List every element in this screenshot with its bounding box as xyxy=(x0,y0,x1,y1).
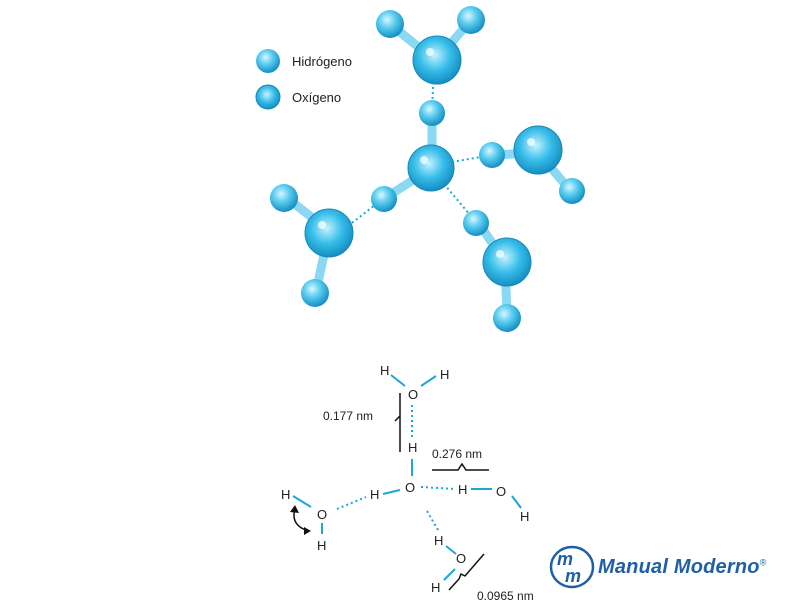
legend-oxygen-label: Oxígeno xyxy=(292,90,341,105)
hydrogen-atom xyxy=(371,186,397,212)
legend: Hidrógeno Oxígeno xyxy=(255,49,352,110)
atom-h: H xyxy=(317,538,326,553)
hydrogen-atom xyxy=(270,184,298,212)
oxygen-atom xyxy=(482,237,532,287)
oxygen-atom xyxy=(407,144,455,192)
atom-o: O xyxy=(405,480,415,495)
brand-logo: m m xyxy=(549,545,595,589)
hydrogen-atom xyxy=(559,178,585,204)
hydrogen-atom xyxy=(479,142,505,168)
measurement-oh-length: 0.0965 nm xyxy=(477,589,534,603)
brand-monogram-bottom: m xyxy=(565,566,581,586)
hydrogen-atom xyxy=(457,6,485,34)
oxygen-atom xyxy=(412,35,462,85)
legend-hydrogen-icon xyxy=(256,49,280,73)
brand-monogram-icon xyxy=(549,545,595,589)
molecular-model-3d xyxy=(270,6,585,332)
atom-o: O xyxy=(456,551,466,566)
hydrogen-atom xyxy=(301,279,329,307)
measurement-bracket xyxy=(448,553,485,591)
structural-diagram: H H O 0.177 nm H O H H O H 0.276 nm H O xyxy=(281,363,534,603)
atom-h: H xyxy=(281,487,290,502)
brand-monogram-top: m xyxy=(557,549,573,569)
hydrogen-atom xyxy=(463,210,489,236)
measurement-hbond-length: 0.177 nm xyxy=(323,409,373,423)
brand-registered-mark: ® xyxy=(759,557,767,568)
atom-highlights xyxy=(318,48,535,258)
brand-name: Manual Moderno® xyxy=(598,556,767,579)
brand-name-text: Manual Moderno xyxy=(598,556,760,578)
atom-h: H xyxy=(370,487,379,502)
hydrogen-atom xyxy=(376,10,404,38)
atom-o: O xyxy=(496,484,506,499)
measurement-oo-distance: 0.276 nm xyxy=(432,447,482,461)
legend-hydrogen-label: Hidrógeno xyxy=(292,54,352,69)
atom-o: O xyxy=(317,507,327,522)
atom-o: O xyxy=(408,387,418,402)
hydrogen-bonds-3d xyxy=(347,61,493,227)
atom-h: H xyxy=(520,509,529,524)
oxygen-atom xyxy=(304,208,354,258)
atom-h: H xyxy=(408,440,417,455)
atom-h: H xyxy=(431,580,440,595)
measurement-bracket xyxy=(432,462,489,471)
atom-h: H xyxy=(440,367,449,382)
measurement-bracket xyxy=(394,393,401,452)
atom-h: H xyxy=(434,533,443,548)
atom-h: H xyxy=(380,363,389,378)
oxygen-atom xyxy=(513,125,563,175)
legend-oxygen-icon xyxy=(255,84,281,110)
hydrogen-atom xyxy=(419,100,445,126)
atom-h: H xyxy=(458,482,467,497)
hydrogen-atom xyxy=(493,304,521,332)
